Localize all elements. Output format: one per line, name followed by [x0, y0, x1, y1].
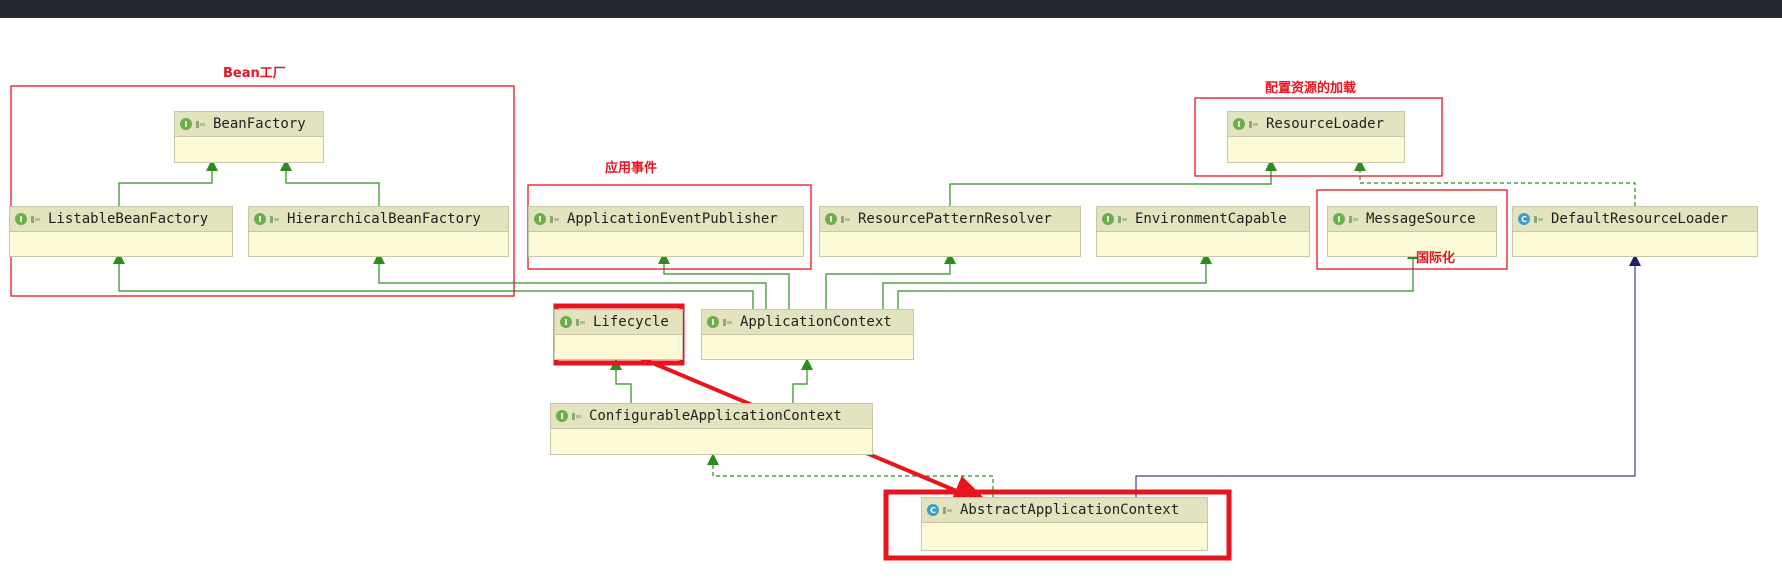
node-label: MessageSource: [1366, 211, 1476, 227]
node-label: ResourcePatternResolver: [858, 211, 1052, 227]
edge-configurable-to-lifecycle: [610, 358, 632, 403]
class-icon: C: [1518, 213, 1530, 225]
annotation-application-event: 应用事件: [605, 161, 658, 176]
public-visibility-icon: [723, 318, 732, 326]
node-label: DefaultResourceLoader: [1551, 211, 1729, 227]
node-lifecycle[interactable]: I Lifecycle: [554, 309, 683, 360]
interface-icon: I: [180, 118, 192, 130]
node-listable-bean-factory[interactable]: I ListableBeanFactory: [9, 206, 233, 257]
node-resource-loader[interactable]: I ResourceLoader: [1227, 111, 1405, 163]
node-label: ApplicationContext: [740, 314, 892, 330]
public-visibility-icon: [943, 506, 952, 514]
public-visibility-icon: [1349, 215, 1358, 223]
edge-appctx-to-listable: [113, 252, 754, 309]
edge-defaultresourceloader-to-resourceloader: [1354, 159, 1636, 206]
edge-appctx-to-eventpublisher: [658, 252, 790, 309]
public-visibility-icon: [572, 412, 581, 420]
node-label: BeanFactory: [213, 116, 306, 132]
node-resource-pattern-resolver[interactable]: I ResourcePatternResolver: [819, 206, 1081, 257]
interface-icon: I: [254, 213, 266, 225]
node-hierarchical-bean-factory[interactable]: I HierarchicalBeanFactory: [248, 206, 509, 257]
node-label: ListableBeanFactory: [48, 211, 209, 227]
node-application-event-publisher[interactable]: I ApplicationEventPublisher: [528, 206, 804, 257]
annotation-i18n: 国际化: [1416, 251, 1456, 266]
node-label: Lifecycle: [593, 314, 669, 330]
group-box-resource-loading: [1194, 97, 1443, 177]
node-message-source[interactable]: I MessageSource: [1327, 206, 1497, 257]
class-icon: C: [927, 504, 939, 516]
interface-icon: I: [1333, 213, 1345, 225]
node-label: AbstractApplicationContext: [960, 502, 1180, 518]
node-configurable-application-context[interactable]: I ConfigurableApplicationContext: [550, 403, 873, 455]
group-box-i18n: [1316, 189, 1508, 270]
public-visibility-icon: [196, 120, 205, 128]
node-label: EnvironmentCapable: [1135, 211, 1287, 227]
node-default-resource-loader[interactable]: C DefaultResourceLoader: [1512, 206, 1758, 257]
interface-icon: I: [15, 213, 27, 225]
node-label: HierarchicalBeanFactory: [287, 211, 481, 227]
interface-icon: I: [707, 316, 719, 328]
edge-configurable-to-appctx: [792, 358, 813, 403]
edge-listable-to-beanfactory: [118, 159, 218, 206]
public-visibility-icon: [31, 215, 40, 223]
interface-icon: I: [556, 410, 568, 422]
edge-abstractctx-to-defaultresourceloader: [1135, 254, 1641, 497]
annotation-bean-factory: Bean工厂: [223, 66, 286, 81]
edge-appctx-to-environment: [882, 252, 1212, 309]
interface-icon: I: [534, 213, 546, 225]
public-visibility-icon: [1534, 215, 1543, 223]
interface-icon: I: [560, 316, 572, 328]
node-abstract-application-context[interactable]: C AbstractApplicationContext: [921, 497, 1208, 551]
edge-appctx-to-hierarchical: [373, 252, 767, 309]
node-bean-factory[interactable]: I BeanFactory: [174, 111, 324, 163]
window-top-bar: [0, 0, 1782, 18]
edge-resourcepattern-to-resourceloader: [949, 159, 1277, 206]
edge-abstractctx-to-configurable: [707, 453, 994, 497]
public-visibility-icon: [841, 215, 850, 223]
highlight-box-abstract-application-context: [883, 489, 1232, 561]
public-visibility-icon: [576, 318, 585, 326]
public-visibility-icon: [270, 215, 279, 223]
node-label: ConfigurableApplicationContext: [589, 408, 842, 424]
edge-appctx-to-messagesource: [897, 247, 1419, 309]
public-visibility-icon: [1249, 120, 1258, 128]
public-visibility-icon: [550, 215, 559, 223]
interface-icon: I: [1233, 118, 1245, 130]
edge-hierarchical-to-beanfactory: [280, 159, 380, 206]
edge-appctx-to-resourcepattern: [825, 252, 956, 309]
interface-icon: I: [1102, 213, 1114, 225]
node-label: ResourceLoader: [1266, 116, 1385, 132]
interface-icon: I: [825, 213, 837, 225]
annotation-resource-loading: 配置资源的加载: [1265, 81, 1357, 96]
node-environment-capable[interactable]: I EnvironmentCapable: [1096, 206, 1310, 257]
group-box-bean-factory: [10, 85, 515, 297]
public-visibility-icon: [1118, 215, 1127, 223]
node-label: ApplicationEventPublisher: [567, 211, 778, 227]
node-application-context[interactable]: I ApplicationContext: [701, 309, 914, 360]
